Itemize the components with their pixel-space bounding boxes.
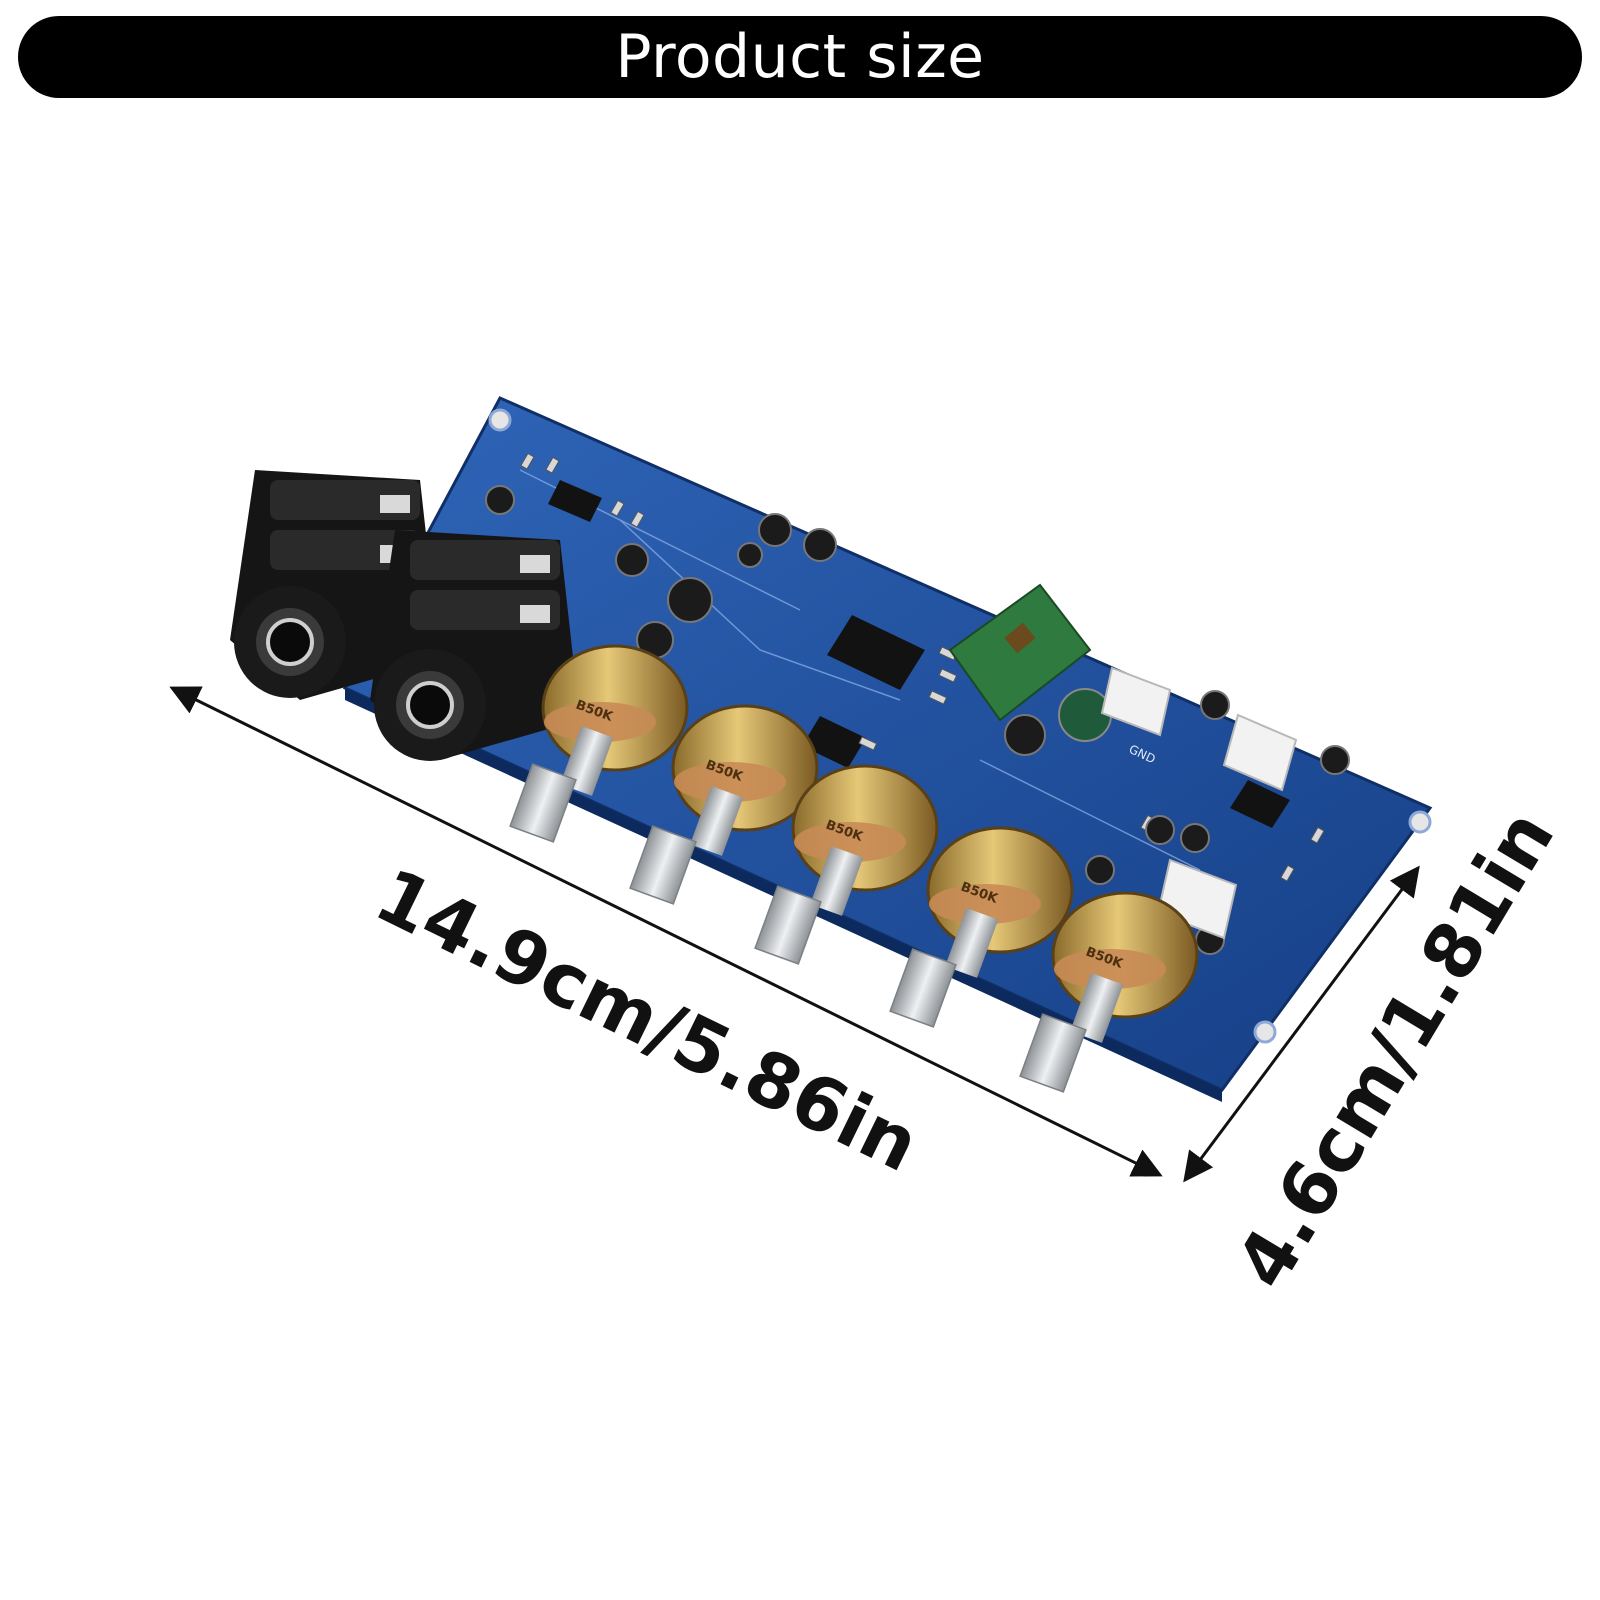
module-coil [1004,622,1036,654]
page-title: Product size [615,22,985,92]
audio-jack-left [230,470,440,700]
length-arrow [169,686,1163,1177]
title-banner: Product size [18,16,1582,98]
width-arrow [1183,865,1420,1183]
